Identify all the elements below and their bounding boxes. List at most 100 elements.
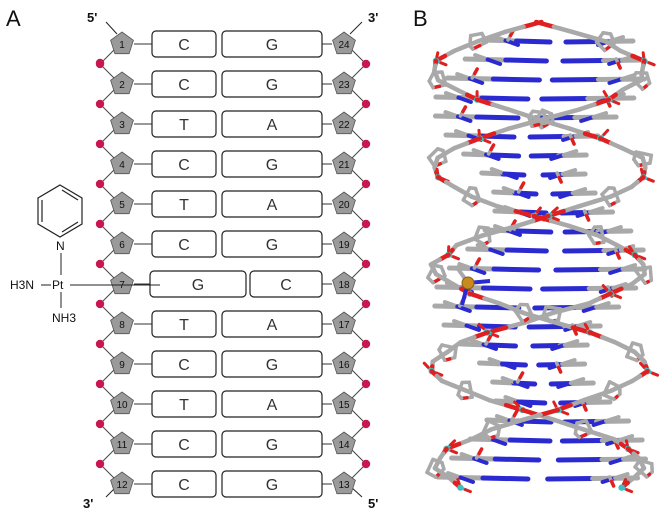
base-box-left: [151, 150, 217, 178]
bond-stick: [539, 96, 591, 102]
bond-stick: [501, 186, 519, 195]
bond-stick: [577, 102, 597, 112]
bond-stick: [458, 475, 475, 484]
nucleotide-number-right: 15: [338, 400, 350, 411]
phosphate-right: [361, 339, 371, 349]
base-letter-right: G: [266, 437, 278, 454]
sugar-right: [332, 431, 356, 455]
nucleotide-number-right: 20: [338, 200, 350, 211]
phosphate-left: [95, 299, 105, 309]
bond-stick: [551, 206, 559, 214]
bond-stick: [491, 332, 500, 338]
ligand-left-label: H3N: [10, 278, 34, 292]
base-box-left: [151, 110, 217, 138]
bond-stick: [562, 248, 607, 254]
base-letter-left: C: [178, 77, 190, 94]
base-box-right: [249, 270, 323, 298]
bond-stick: [551, 216, 560, 222]
bond-stick: [620, 263, 638, 271]
base-letter-right: A: [267, 197, 278, 214]
bond-stick: [553, 320, 576, 330]
ligand-bottom-label: NH3: [52, 311, 76, 325]
bond-stick: [472, 330, 490, 340]
bond-stick: [492, 456, 542, 463]
bond-stick: [555, 457, 605, 463]
bond-stick: [477, 447, 484, 456]
bond-stick: [442, 154, 448, 164]
bond-stick: [602, 128, 610, 136]
bond-stick: [535, 116, 556, 127]
bond-stick: [601, 284, 609, 292]
base-box-right: [221, 470, 323, 498]
bond-stick: [647, 61, 656, 67]
phosphate-right: [361, 59, 371, 69]
nucleotide-number-left: 6: [119, 240, 125, 251]
base-letter-right: A: [267, 397, 278, 414]
bond-stick: [608, 457, 626, 465]
bond-stick: [459, 452, 477, 461]
platinum-atom: [461, 276, 475, 290]
bond-stick: [584, 213, 591, 222]
bond-stick: [560, 58, 607, 64]
panel-b-molecular-model: B: [413, 6, 660, 494]
bond-stick: [648, 157, 653, 165]
bond-stick: [569, 29, 591, 39]
bond-stick: [616, 61, 622, 70]
bond-stick: [456, 436, 475, 447]
bond-stick: [471, 148, 489, 157]
bond-stick: [467, 233, 486, 243]
bond-stick: [452, 141, 470, 151]
nucleotide-number-right: 17: [338, 320, 350, 331]
bond-stick: [482, 36, 489, 44]
base-box-left: [151, 430, 217, 458]
base-letter-right: G: [266, 237, 278, 254]
sugar-right: [332, 31, 356, 55]
phosphate-left: [95, 419, 105, 429]
bond-stick: [585, 396, 603, 404]
bond-stick: [614, 192, 621, 203]
sugar-right: [332, 71, 356, 95]
bond-stick: [549, 153, 566, 161]
nucleotide-number-left: 9: [119, 360, 125, 371]
bond-stick: [488, 247, 505, 256]
bond-stick: [475, 257, 482, 266]
bond-stick: [557, 175, 563, 184]
bond-stick: [485, 342, 518, 349]
bond-stick: [576, 199, 598, 209]
sugar-right: [332, 111, 356, 135]
bond-stick: [606, 225, 623, 233]
bond-stick: [482, 296, 502, 306]
bond-stick: [505, 107, 525, 117]
bond-stick: [567, 126, 588, 136]
phosphate-right: [361, 459, 371, 469]
bond-stick: [551, 121, 573, 131]
bond-stick: [528, 153, 562, 159]
bond-stick: [456, 95, 473, 104]
phosphate-right: [361, 299, 371, 309]
bond-stick: [537, 315, 559, 325]
panel-b-letter: B: [413, 6, 428, 31]
base-box-right: [221, 350, 323, 378]
bond-stick: [442, 300, 460, 309]
nucleotide-number-right: 19: [338, 240, 350, 251]
bond-stick: [502, 171, 519, 180]
bond-stick: [639, 167, 644, 175]
bond-stick: [449, 439, 457, 447]
base-letter-right: A: [267, 117, 278, 134]
bond-stick: [489, 29, 508, 39]
base-box-left: [151, 470, 217, 498]
bond-stick: [515, 228, 554, 235]
phosphate-left: [95, 139, 105, 149]
bond-stick: [579, 115, 596, 123]
bond-stick: [548, 218, 571, 228]
bond-stick: [592, 194, 613, 204]
bond-stick: [613, 472, 630, 480]
nucleotide-number-left: 1: [119, 40, 125, 51]
bond-stick: [570, 137, 576, 146]
bond-stick: [489, 167, 507, 176]
